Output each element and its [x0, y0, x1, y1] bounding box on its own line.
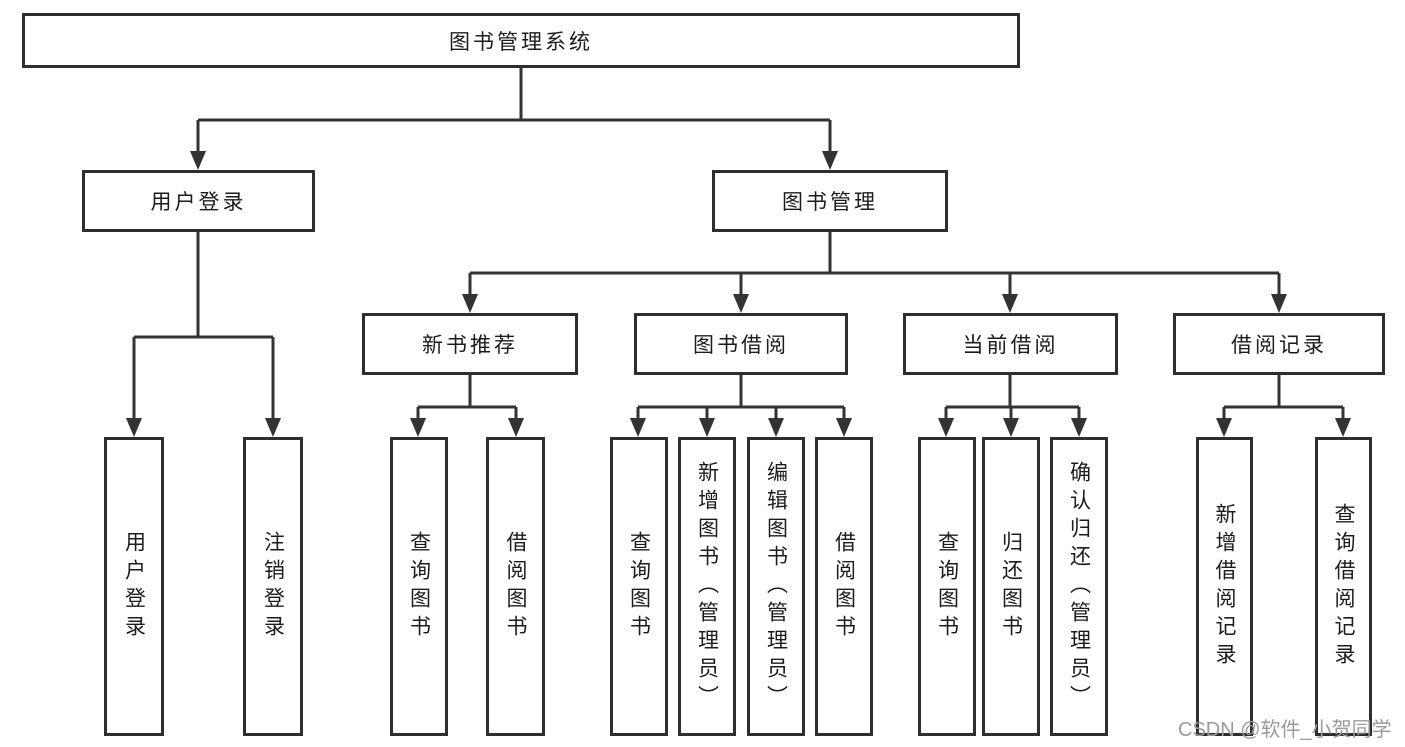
node-new-book-recommend-label: 新书推荐 — [422, 334, 518, 357]
leaf-logout-label: 注销登录 — [261, 530, 285, 643]
leaf-query-books-current-label: 查询图书 — [935, 530, 959, 643]
connector-book-management-to-level3 — [468, 232, 1281, 297]
node-book-management-label: 图书管理 — [782, 191, 878, 214]
leaf-confirm-return-admin-label: 确认归还（管理员） — [1067, 460, 1091, 713]
node-current-borrow: 当前借阅 — [903, 313, 1118, 375]
connector-root-to-level2 — [196, 68, 832, 154]
connector-current-borrow-to-leaves — [944, 375, 1081, 421]
leaf-edit-books-admin: 编辑图书（管理员） — [747, 437, 805, 736]
leaf-borrow-books-recommend-label: 借阅图书 — [504, 530, 528, 643]
leaf-query-books-borrow-label: 查询图书 — [627, 530, 651, 643]
leaf-add-books-admin-label: 新增图书（管理员） — [695, 460, 719, 713]
leaf-add-borrow-record: 新增借阅记录 — [1196, 437, 1253, 736]
node-root: 图书管理系统 — [22, 13, 1020, 68]
connector-user-login-to-leaves — [132, 232, 275, 421]
leaf-borrow-books-recommend: 借阅图书 — [486, 437, 545, 736]
leaf-query-borrow-record-label: 查询借阅记录 — [1332, 502, 1356, 671]
leaf-borrow-books: 借阅图书 — [815, 437, 873, 736]
node-book-borrow-label: 图书借阅 — [693, 334, 789, 357]
leaf-query-books-recommend: 查询图书 — [390, 437, 448, 736]
leaf-query-books-borrow: 查询图书 — [610, 437, 668, 736]
connector-book-borrow-to-leaves — [636, 375, 846, 421]
leaf-return-books-label: 归还图书 — [999, 530, 1023, 643]
node-user-login: 用户登录 — [82, 170, 315, 232]
leaf-query-books-current: 查询图书 — [918, 437, 976, 736]
leaf-user-login: 用户登录 — [104, 437, 164, 736]
node-book-borrow: 图书借阅 — [634, 313, 848, 375]
node-borrow-records-label: 借阅记录 — [1231, 334, 1327, 357]
leaf-return-books: 归还图书 — [982, 437, 1040, 736]
leaf-logout: 注销登录 — [243, 437, 303, 736]
node-root-label: 图书管理系统 — [449, 30, 593, 54]
node-new-book-recommend: 新书推荐 — [362, 313, 578, 375]
leaf-borrow-books-label: 借阅图书 — [832, 530, 856, 643]
arrowheads — [126, 151, 1351, 437]
leaf-query-books-recommend-label: 查询图书 — [407, 530, 431, 643]
leaf-edit-books-admin-label: 编辑图书（管理员） — [764, 460, 788, 713]
leaf-add-borrow-record-label: 新增借阅记录 — [1213, 502, 1237, 671]
connector-new-book-recommend-to-leaves — [416, 375, 518, 421]
node-current-borrow-label: 当前借阅 — [962, 334, 1059, 357]
node-borrow-records: 借阅记录 — [1173, 313, 1385, 375]
leaf-query-borrow-record: 查询借阅记录 — [1315, 437, 1372, 736]
node-book-management: 图书管理 — [712, 170, 948, 232]
leaf-user-login-label: 用户登录 — [122, 530, 146, 643]
leaf-add-books-admin: 新增图书（管理员） — [678, 437, 736, 736]
node-user-login-label: 用户登录 — [150, 191, 247, 214]
connector-borrow-records-to-leaves — [1222, 375, 1345, 421]
leaf-confirm-return-admin: 确认归还（管理员） — [1050, 437, 1108, 736]
